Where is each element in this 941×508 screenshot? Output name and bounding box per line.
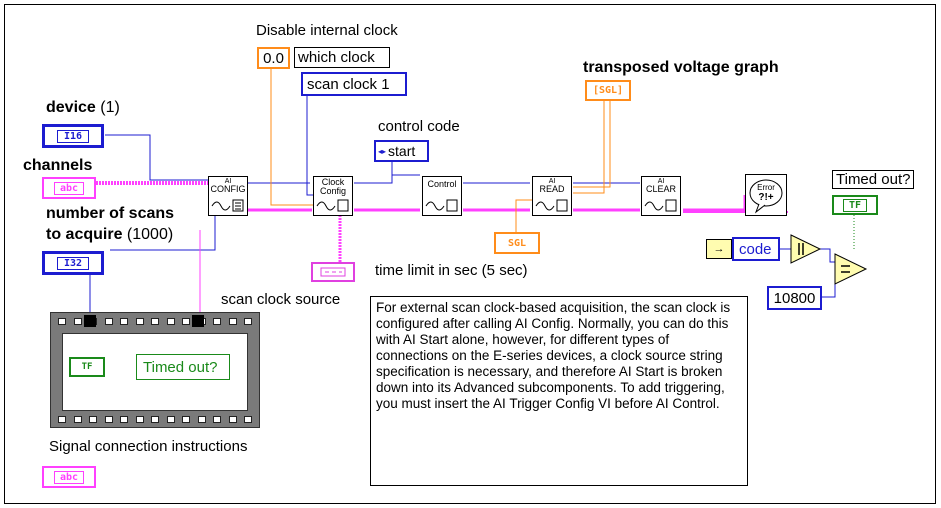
signal-connection-string[interactable]: abc xyxy=(42,466,96,488)
clock-source-cluster[interactable] xyxy=(311,262,355,282)
sprocket-hole xyxy=(213,416,221,423)
constant-zero[interactable]: 0.0 xyxy=(257,47,290,69)
sgl-constant-output[interactable]: SGL xyxy=(494,232,540,254)
ai-clear-vi[interactable]: AI CLEAR xyxy=(641,176,681,216)
device-control-i16[interactable]: I16 xyxy=(42,124,104,148)
label-scan-clock-source: scan clock source xyxy=(221,291,341,308)
ai-control-vi[interactable]: Control xyxy=(422,176,462,216)
error-handler-vi[interactable]: Error ?!+ xyxy=(745,174,787,216)
sprocket-hole xyxy=(104,318,113,325)
timed-out-frame-label: Timed out? xyxy=(136,354,230,380)
sprocket-hole xyxy=(73,318,82,325)
label-device: device (1) xyxy=(46,99,120,116)
sprocket-hole xyxy=(197,416,206,423)
clock-config-vi[interactable]: Clock Config xyxy=(313,176,353,216)
wire-device xyxy=(105,134,208,181)
timed-out-boolean-indicator[interactable]: TF xyxy=(832,195,878,215)
equal-compare-node[interactable] xyxy=(834,253,868,285)
sprocket-hole xyxy=(151,416,159,423)
frame-tunnel-scans xyxy=(84,315,96,327)
unbundle-arrow-icon: → xyxy=(713,243,725,255)
absolute-value-node[interactable] xyxy=(790,234,822,264)
waveform-icon xyxy=(211,199,244,212)
sprocket-hole xyxy=(213,318,221,325)
wire-which-clock xyxy=(306,93,313,196)
sprocket-hole xyxy=(104,416,113,423)
label-transposed-voltage-graph: transposed voltage graph xyxy=(583,59,779,76)
label-timed-out-indicator: Timed out? xyxy=(832,170,915,189)
sprocket-hole xyxy=(73,416,82,423)
label-number-of-scans: number of scans xyxy=(46,205,175,222)
sprocket-hole xyxy=(120,416,128,423)
sprocket-hole xyxy=(228,318,237,325)
clear-waveform-icon xyxy=(644,199,677,212)
code-constant[interactable]: 10800 xyxy=(767,286,822,310)
sgl-indicator-graph[interactable]: [SGL] xyxy=(585,80,631,101)
read-waveform-icon xyxy=(535,199,568,212)
label-disable-internal-clock: Disable internal clock xyxy=(256,22,398,39)
control-waveform-icon xyxy=(425,199,458,212)
wire-disable-clock xyxy=(270,66,313,206)
wire-graph xyxy=(573,100,605,194)
sprocket-hole xyxy=(120,318,128,325)
label-control-code: control code xyxy=(378,118,460,135)
cluster-icon xyxy=(320,267,346,277)
sprocket-hole xyxy=(89,416,97,423)
frame-tunnel-source xyxy=(192,315,204,327)
control-start-value: start xyxy=(388,143,416,159)
sprocket-hole xyxy=(166,318,175,325)
label-channels: channels xyxy=(23,157,93,174)
which-clock-label: which clock xyxy=(294,47,390,68)
sprocket-hole xyxy=(182,318,190,325)
sprocket-hole xyxy=(182,416,190,423)
code-field[interactable]: code xyxy=(732,237,780,261)
unbundle-node[interactable]: → xyxy=(706,239,732,259)
wire-control-code-drop xyxy=(354,162,393,184)
scan-clock-constant[interactable]: scan clock 1 xyxy=(301,72,407,96)
channels-control-string[interactable]: abc xyxy=(42,177,96,199)
sprocket-hole xyxy=(228,416,237,423)
sprocket-hole xyxy=(58,318,66,325)
sprocket-hole xyxy=(135,318,144,325)
sprocket-hole xyxy=(244,318,252,325)
wire-sgl xyxy=(515,199,534,232)
ai-read-vi[interactable]: AI READ xyxy=(532,176,572,216)
sprocket-hole xyxy=(151,318,159,325)
label-signal-connection: Signal connection instructions xyxy=(49,438,248,455)
label-to-acquire: to acquire (1000) xyxy=(46,226,174,243)
documentation-note: For external scan clock-based acquisitio… xyxy=(370,296,748,486)
label-time-limit: time limit in sec (5 sec) xyxy=(375,262,528,279)
sprocket-hole xyxy=(244,416,252,423)
control-code-enum[interactable]: ◂▸ start xyxy=(374,140,429,162)
scan-clock-value: scan clock 1 xyxy=(307,75,390,93)
diagram-border xyxy=(4,4,936,504)
scans-control-i32[interactable]: I32 xyxy=(42,251,104,275)
error-bubble-icon xyxy=(749,179,783,214)
sprocket-hole xyxy=(58,416,66,423)
ai-config-vi[interactable]: AI CONFIG xyxy=(208,176,248,216)
enum-arrows-icon[interactable]: ◂▸ xyxy=(378,146,387,156)
clock-waveform-icon xyxy=(316,199,349,212)
constant-zero-value: 0.0 xyxy=(263,49,284,67)
sprocket-hole xyxy=(135,416,144,423)
sprocket-hole xyxy=(166,416,175,423)
timed-out-boolean-constant[interactable]: TF xyxy=(69,357,105,377)
